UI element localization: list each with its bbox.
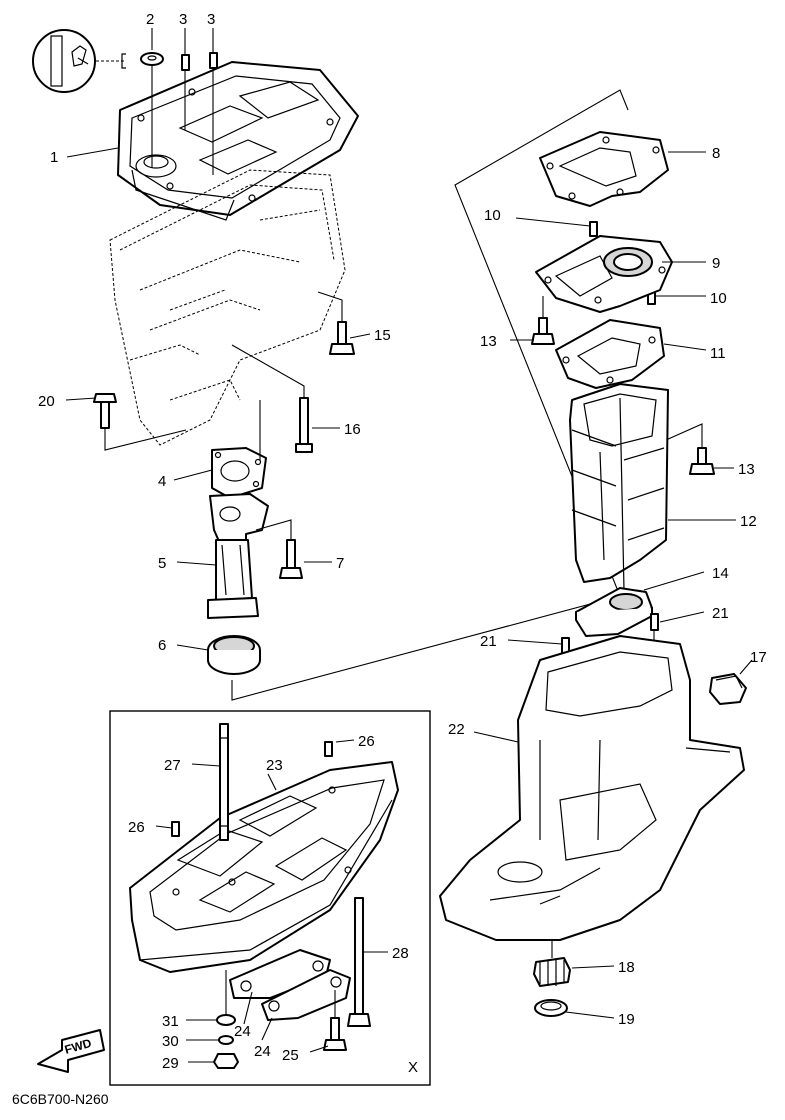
callout-18: 18 bbox=[618, 959, 635, 976]
grommet-part-17 bbox=[709, 673, 747, 705]
nut-part-29 bbox=[213, 1053, 239, 1069]
dowel-pin-part-26a bbox=[324, 741, 333, 757]
washer-part-30 bbox=[218, 1035, 234, 1045]
fwd-arrow-icon: FWD bbox=[37, 1029, 105, 1073]
washer-part-2 bbox=[140, 52, 164, 168]
callout-3: 3 bbox=[179, 11, 187, 28]
callout-24: 24 bbox=[234, 1023, 251, 1040]
ring-part-19 bbox=[534, 999, 568, 1017]
callout-numbers: 1 2 3 3 4 5 6 7 8 9 10 10 11 12 13 13 14… bbox=[38, 11, 767, 1076]
callout-10: 10 bbox=[484, 207, 501, 224]
impeller-part-18 bbox=[533, 940, 571, 987]
bolt-part-28 bbox=[347, 897, 371, 1027]
callout-10: 10 bbox=[710, 290, 727, 307]
callout-21: 21 bbox=[712, 605, 729, 622]
view-marker-x: X bbox=[408, 1059, 418, 1076]
callout-14: 14 bbox=[712, 565, 729, 582]
callout-19: 19 bbox=[618, 1011, 635, 1028]
callout-12: 12 bbox=[740, 513, 757, 530]
grease-lubricant-icon bbox=[32, 29, 126, 93]
seal-part-14 bbox=[575, 587, 653, 637]
muffler-part-12 bbox=[569, 383, 669, 591]
callout-15: 15 bbox=[374, 327, 391, 344]
seal-part-6 bbox=[207, 635, 261, 675]
callout-leaders bbox=[65, 28, 753, 1063]
callout-31: 31 bbox=[162, 1013, 179, 1030]
callout-3: 3 bbox=[207, 11, 215, 28]
washer-part-31 bbox=[216, 970, 236, 1026]
callout-23: 23 bbox=[266, 757, 283, 774]
callout-25: 25 bbox=[282, 1047, 299, 1064]
engine-block-reference-outline bbox=[109, 169, 346, 446]
callout-22: 22 bbox=[448, 721, 465, 738]
bracket-part-24b bbox=[261, 969, 351, 1021]
callout-28: 28 bbox=[392, 945, 409, 962]
callout-26: 26 bbox=[358, 733, 375, 750]
callout-5: 5 bbox=[158, 555, 166, 572]
dowel-pin-part-10a bbox=[589, 221, 598, 237]
callout-6: 6 bbox=[158, 637, 166, 654]
callout-13: 13 bbox=[480, 333, 497, 350]
exhaust-pipe-part-5 bbox=[207, 493, 269, 619]
callout-8: 8 bbox=[712, 145, 720, 162]
bolt-part-7 bbox=[255, 519, 303, 579]
plate-part-9 bbox=[535, 235, 673, 313]
callout-13: 13 bbox=[738, 461, 755, 478]
detail-inset-frame bbox=[109, 710, 431, 1086]
gasket-part-4 bbox=[211, 447, 267, 499]
callout-30: 30 bbox=[162, 1033, 179, 1050]
upper-case-part-22 bbox=[439, 635, 745, 941]
callout-7: 7 bbox=[336, 555, 344, 572]
stud-bolt-part-27 bbox=[219, 723, 229, 841]
callout-16: 16 bbox=[344, 421, 361, 438]
callout-4: 4 bbox=[158, 473, 166, 490]
mount-bracket-part-23 bbox=[129, 761, 399, 973]
bolt-part-20 bbox=[93, 393, 187, 451]
gasket-part-11 bbox=[555, 319, 665, 389]
callout-26: 26 bbox=[128, 819, 145, 836]
drawing-code: 6C6B700-N260 bbox=[12, 1091, 109, 1107]
callout-9: 9 bbox=[712, 255, 720, 272]
stud-bolt-part-16 bbox=[231, 344, 313, 460]
callout-21: 21 bbox=[480, 633, 497, 650]
dowel-pin-part-26b bbox=[171, 821, 180, 837]
callout-27: 27 bbox=[164, 757, 181, 774]
bolt-part-25 bbox=[323, 990, 347, 1051]
callout-24: 24 bbox=[254, 1043, 271, 1060]
bolt-part-15 bbox=[317, 291, 355, 355]
bolt-part-13a bbox=[531, 296, 555, 345]
callout-1: 1 bbox=[50, 149, 58, 166]
callout-17: 17 bbox=[750, 649, 767, 666]
upper-casing-part-1 bbox=[117, 61, 359, 221]
callout-29: 29 bbox=[162, 1055, 179, 1072]
assembly-guide-line bbox=[231, 89, 629, 701]
gasket-part-8 bbox=[539, 131, 669, 207]
callout-2: 2 bbox=[146, 11, 154, 28]
callout-11: 11 bbox=[710, 345, 726, 362]
callout-20: 20 bbox=[38, 393, 55, 410]
